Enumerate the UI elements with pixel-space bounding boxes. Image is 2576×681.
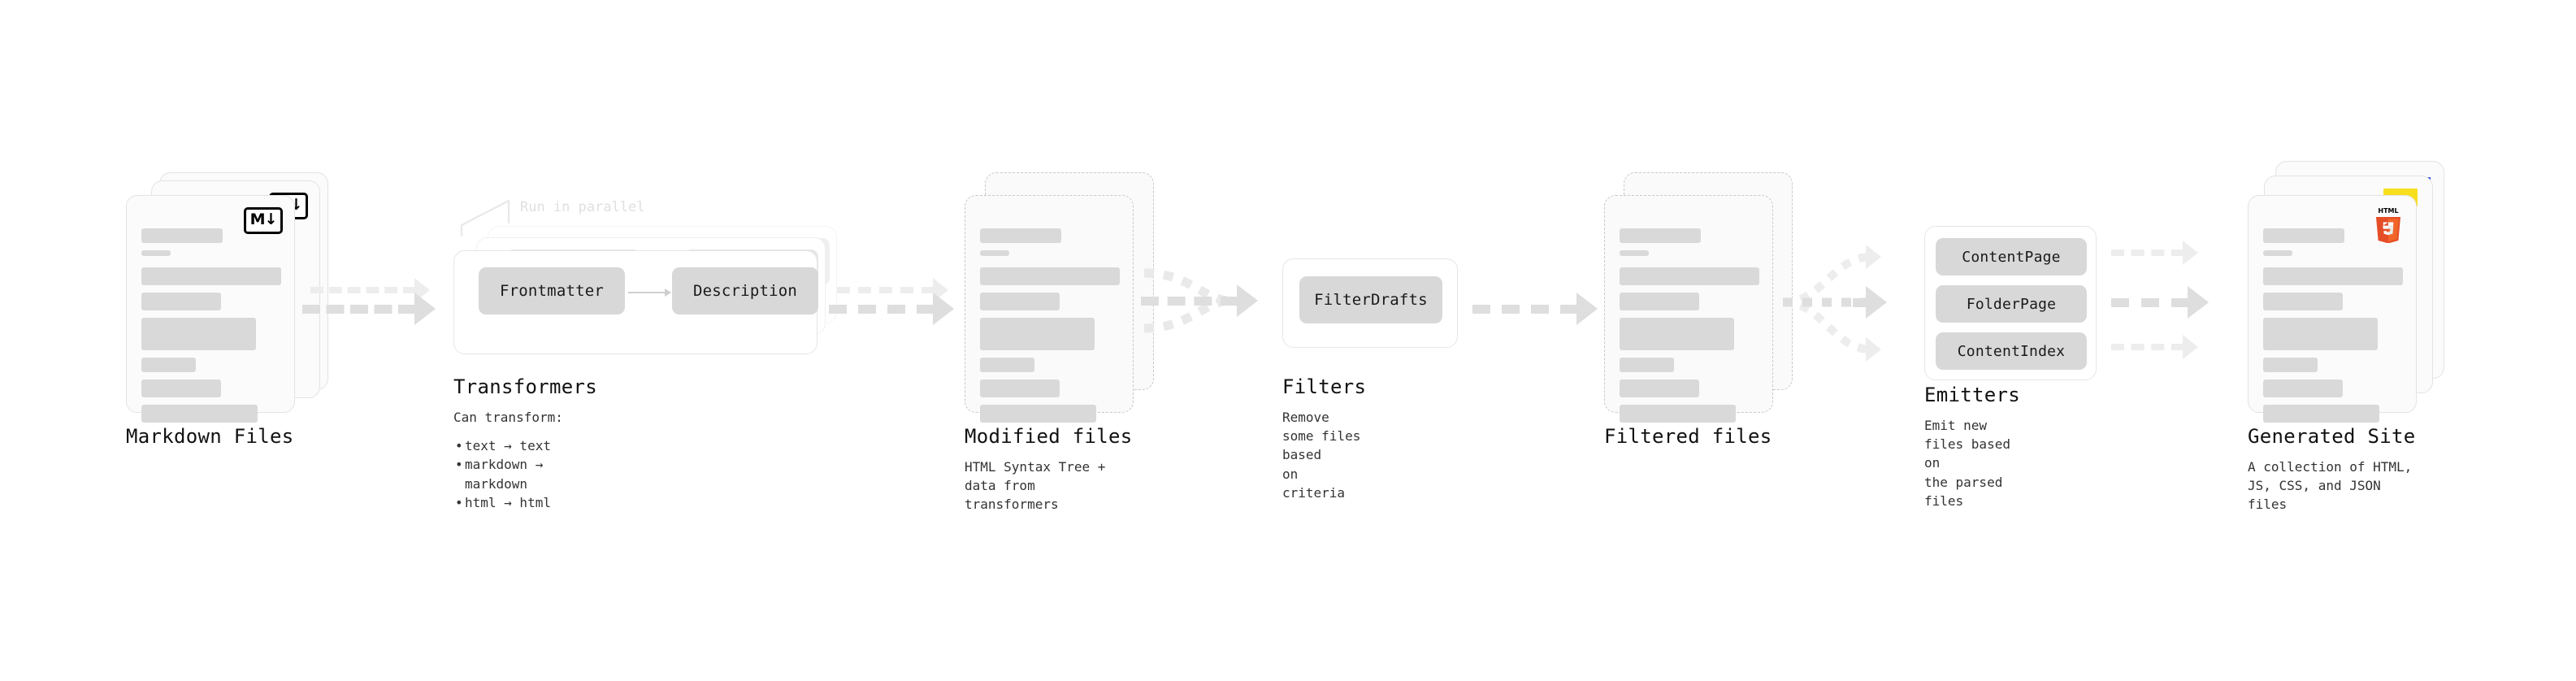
chip-contentpage[interactable]: ContentPage bbox=[1936, 238, 2087, 275]
skeleton-bars bbox=[2263, 228, 2403, 430]
stage-subtitle: Remove some files based on criteria bbox=[1282, 410, 1361, 501]
stage-title: Emitters bbox=[1924, 384, 2020, 406]
markdown-card-front: M↓ bbox=[126, 195, 295, 423]
caption-transformers: Transformers Can transform: text → text … bbox=[453, 375, 597, 512]
stage-title: Markdown Files bbox=[126, 425, 294, 448]
filters-group: FilterDrafts bbox=[1282, 258, 1458, 348]
list-item: html → html bbox=[453, 493, 597, 512]
list-item: text → text bbox=[453, 436, 597, 455]
caption-generated-site: Generated Site A collection of HTML, JS,… bbox=[2248, 425, 2416, 514]
chip-folderpage[interactable]: FolderPage bbox=[1936, 285, 2087, 323]
markdown-badge: M↓ bbox=[244, 207, 283, 234]
skeleton-bars bbox=[980, 228, 1120, 430]
site-card-html: HTML bbox=[2248, 195, 2417, 423]
stage-subtitle: HTML Syntax Tree + data from transformer… bbox=[965, 459, 1106, 513]
stage-title: Generated Site bbox=[2248, 425, 2416, 448]
caption-filters: Filters Remove some files based on crite… bbox=[1282, 375, 1366, 502]
list-item: markdown → markdown bbox=[453, 455, 597, 492]
callout-run-in-parallel: Run in parallel bbox=[520, 199, 645, 215]
arrow-filters-to-filtered bbox=[1472, 293, 1598, 325]
modified-card-front bbox=[965, 195, 1134, 423]
chip-filterdrafts[interactable]: FilterDrafts bbox=[1299, 276, 1442, 323]
stage-title: Modified files bbox=[965, 425, 1133, 448]
caption-modified-files: Modified files HTML Syntax Tree + data f… bbox=[965, 425, 1133, 514]
transformer-group-front: Frontmatter Description bbox=[453, 250, 818, 354]
skeleton-bars bbox=[141, 228, 281, 430]
arrow-transformers-to-modified bbox=[829, 293, 954, 325]
skeleton-bars bbox=[1620, 228, 1759, 430]
chip-frontmatter[interactable]: Frontmatter bbox=[479, 267, 625, 314]
transform-list: text → text markdown → markdown html → h… bbox=[453, 436, 597, 512]
stage-title: Transformers bbox=[453, 375, 597, 398]
stage-title: Filters bbox=[1282, 375, 1367, 398]
stage-title: Filtered files bbox=[1604, 425, 1772, 448]
caption-filtered-files: Filtered files bbox=[1604, 425, 1772, 448]
stage-subtitle: A collection of HTML, JS, CSS, and JSON … bbox=[2248, 459, 2413, 513]
chip-contentindex[interactable]: ContentIndex bbox=[1936, 332, 2087, 370]
caption-emitters: Emitters Emit new files based on the par… bbox=[1924, 384, 2020, 510]
emitters-group: ContentPage FolderPage ContentIndex bbox=[1924, 226, 2097, 380]
stage-subtitle: Can transform: bbox=[453, 410, 563, 425]
svg-text:HTML: HTML bbox=[2378, 207, 2398, 215]
chip-description[interactable]: Description bbox=[672, 267, 818, 314]
caption-markdown-files: Markdown Files bbox=[126, 425, 294, 448]
filtered-card-front bbox=[1604, 195, 1773, 423]
callout-bracket-icon bbox=[460, 199, 510, 236]
arrow-md-to-transformers bbox=[302, 293, 436, 325]
stage-subtitle: Emit new files based on the parsed files bbox=[1924, 418, 2010, 509]
html5-badge-icon: HTML bbox=[2372, 206, 2405, 244]
